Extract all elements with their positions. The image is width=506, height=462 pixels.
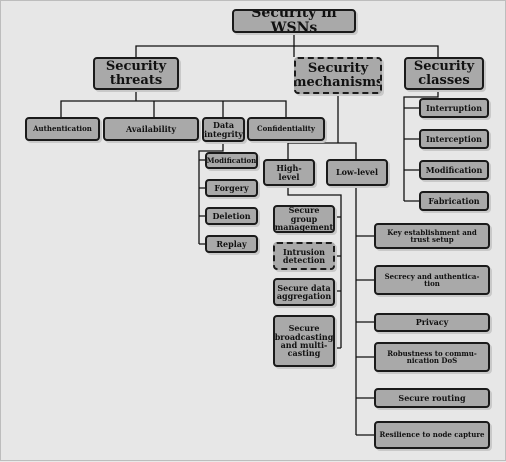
branch-security-mechanisms: Security mechanisms [294,57,382,94]
root-node-security-in-wsns: Security in WSNs [232,9,356,33]
low-level-key-establishment: Key establishment and trust setup [374,223,490,249]
threat-confidentiality: Confidentiality [247,117,325,141]
class-interruption: Interruption [419,98,489,118]
class-modification: Modification [419,160,489,180]
mechanism-high-level: High-level [263,159,315,186]
branch-security-threats: Security threats [93,57,179,90]
integrity-replay: Replay [205,235,258,253]
branch-security-classes: Security classes [404,57,484,90]
high-level-intrusion-detection: Intrusion detection [273,242,335,270]
class-interception: Interception [419,129,489,149]
threat-data-integrity: Data integrity [202,117,245,142]
threat-authentication: Authentication [25,117,100,141]
mechanism-low-level: Low-level [326,159,388,186]
integrity-forgery: Forgery [205,179,258,197]
threat-availability: Availability [103,117,199,141]
low-level-secure-routing: Secure routing [374,388,490,408]
integrity-modification: Modification [205,152,258,169]
class-fabrication: Fabrication [419,191,489,211]
low-level-resilience-node-capture: Resilience to node capture [374,421,490,449]
integrity-deletion: Deletion [205,207,258,225]
high-level-secure-data-aggregation: Secure data aggregation [273,278,335,306]
low-level-privacy: Privacy [374,313,490,332]
low-level-secrecy-authentication: Secrecy and authentica-tion [374,265,490,295]
high-level-secure-broadcasting: Secure broadcasting and multi-casting [273,315,335,367]
high-level-secure-group-management: Secure group management [273,205,335,233]
low-level-robustness-dos: Robustness to commu-nication DoS [374,342,490,372]
